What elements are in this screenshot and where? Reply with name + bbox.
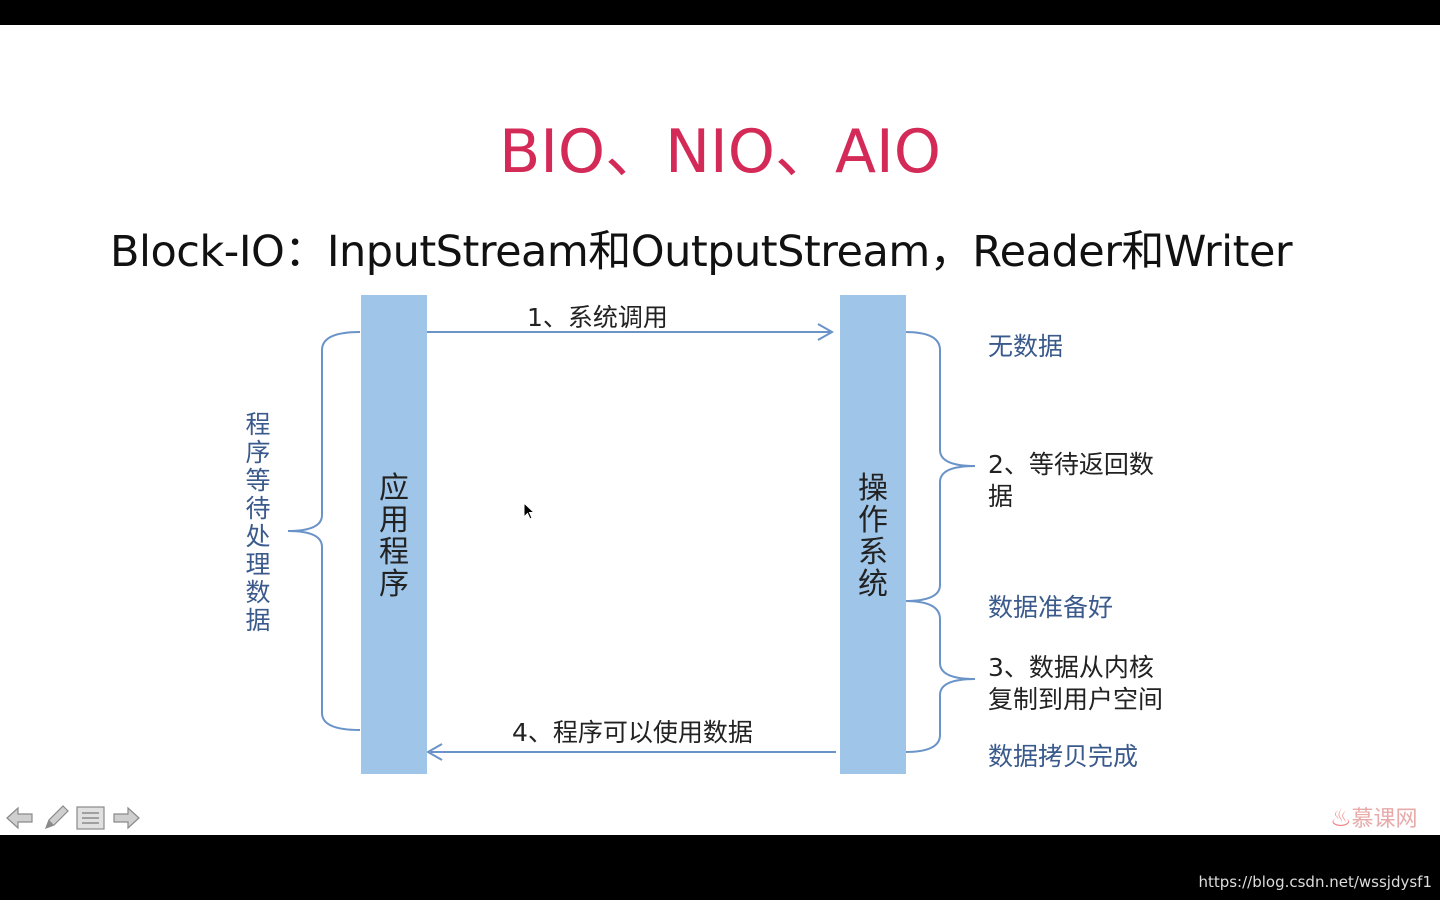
use-data-label: 4、程序可以使用数据 [512,718,753,747]
right-brace-top [904,331,976,602]
application-label: 应用程序 [379,471,409,602]
system-call-label: 1、系统调用 [527,303,668,332]
pen-icon[interactable] [40,803,72,833]
copy-data-label: 3、数据从内核 复制到用户空间 [988,652,1188,716]
arrow-top-head [817,323,835,341]
program-wait-label: 程序等待处理数据 [245,410,271,635]
brand-logo: ♨慕课网 [1330,801,1418,833]
application-bar [361,295,427,774]
menu-icon[interactable] [74,803,106,833]
wait-return-line2: 据 [988,482,1014,511]
no-data-label: 无数据 [988,332,1064,361]
arrow-bottom-head [425,743,443,761]
wait-return-line1: 2、等待返回数 [988,450,1154,479]
copy-data-line2: 复制到用户空间 [988,685,1164,714]
slide-title: BIO、NIO、AIO [499,117,941,187]
data-ready-label: 数据准备好 [988,593,1114,622]
arrow-right-icon[interactable] [110,803,142,833]
flame-icon: ♨ [1330,804,1352,832]
copy-data-line1: 3、数据从内核 [988,653,1154,682]
diagram-lines [287,323,976,761]
slide-subtitle: Block-IO：InputStream和OutputStream，Reader… [110,227,1293,277]
left-brace [287,331,361,731]
os-label: 操作系统 [858,471,888,602]
copy-done-label: 数据拷贝完成 [988,742,1139,771]
arrow-left-icon[interactable] [4,803,36,833]
mouse-cursor-icon [523,502,536,520]
slide: BIO、NIO、AIO Block-IO：InputStream和OutputS… [0,25,1440,835]
watermark: https://blog.csdn.net/wssjdysf1 [1198,873,1432,891]
right-brace-bottom [904,600,976,753]
wait-return-label: 2、等待返回数 据 [988,449,1188,513]
brand-text: 慕课网 [1351,807,1418,832]
os-bar [840,295,906,774]
